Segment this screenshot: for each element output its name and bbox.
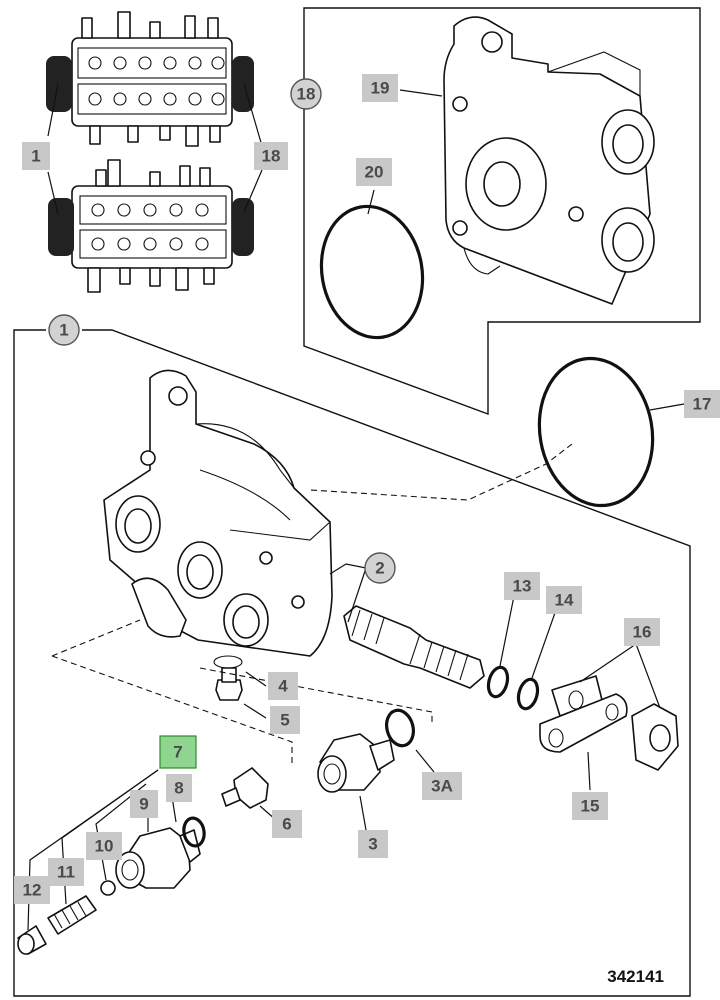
callout-11-label: 11	[57, 863, 75, 882]
relief-valve-body-9	[115, 827, 201, 889]
callout-3A[interactable]: 3A	[422, 772, 462, 800]
callout-6[interactable]: 6	[272, 810, 302, 838]
callout-18-circle-label: 18	[297, 85, 316, 104]
poppet-6	[221, 767, 269, 809]
callout-7[interactable]: 7	[159, 735, 197, 769]
valve-section-body	[103, 369, 333, 657]
callout-5[interactable]: 5	[270, 706, 300, 734]
callout-20[interactable]: 20	[356, 158, 392, 186]
callout-2[interactable]: 2	[364, 552, 396, 584]
callout-1-overview[interactable]: 1	[22, 142, 50, 170]
callout-12-label: 12	[23, 881, 42, 900]
callout-18-overview-label: 18	[262, 147, 281, 166]
callout-5-label: 5	[280, 711, 289, 730]
callout-1-circle[interactable]: 1	[48, 314, 80, 346]
drawing-number: 342141	[607, 967, 664, 986]
callout-16[interactable]: 16	[624, 618, 660, 646]
callout-3-label: 3	[368, 835, 377, 854]
callout-10[interactable]: 10	[86, 832, 122, 860]
callout-19[interactable]: 19	[362, 74, 398, 102]
o-ring-20	[319, 204, 425, 340]
spool-2	[343, 605, 485, 689]
callout-18-overview[interactable]: 18	[254, 142, 288, 170]
main-section-frame	[13, 329, 691, 997]
callout-14-label: 14	[555, 591, 574, 610]
o-ring-17	[537, 356, 655, 508]
callout-18-circle[interactable]: 18	[290, 78, 322, 110]
callout-4[interactable]: 4	[268, 672, 298, 700]
callout-4-label: 4	[278, 677, 288, 696]
callout-17[interactable]: 17	[684, 390, 720, 418]
plug-5	[215, 667, 243, 701]
callout-11[interactable]: 11	[48, 858, 84, 886]
valve-bank-overview-lower	[48, 159, 254, 293]
callout-10-label: 10	[95, 837, 114, 856]
o-ring-13	[486, 665, 510, 699]
valve-bank-overview-upper	[46, 11, 254, 147]
callout-19-label: 19	[371, 79, 390, 98]
callout-2-label: 2	[375, 559, 384, 578]
callout-15-label: 15	[581, 797, 600, 816]
adjuster-12	[17, 925, 47, 955]
callout-6-label: 6	[282, 815, 291, 834]
o-ring-14	[516, 677, 540, 711]
o-ring-8	[182, 816, 206, 848]
inset-frame-end-cover	[303, 7, 701, 416]
callout-20-label: 20	[365, 163, 384, 182]
callout-15[interactable]: 15	[572, 792, 608, 820]
callout-3[interactable]: 3	[358, 830, 388, 858]
callout-3A-label: 3A	[431, 777, 453, 796]
end-cover-leaders	[367, 89, 443, 215]
callout-8-label: 8	[174, 779, 183, 798]
spring-11	[47, 895, 97, 935]
callout-1-circle-label: 1	[59, 321, 68, 340]
overview-leaders	[47, 83, 263, 215]
callout-17-label: 17	[693, 395, 712, 414]
callout-8[interactable]: 8	[166, 774, 192, 802]
washer-3A	[385, 708, 415, 748]
end-cover-block	[443, 16, 655, 305]
ball-10	[100, 880, 116, 896]
link-plates-15-16	[539, 675, 679, 771]
callout-16-label: 16	[633, 623, 652, 642]
callout-7-label: 7	[173, 743, 182, 762]
fitting-3	[317, 733, 395, 793]
callout-13[interactable]: 13	[504, 572, 540, 600]
callout-9[interactable]: 9	[130, 790, 158, 818]
callout-9-label: 9	[139, 795, 148, 814]
washer-4	[213, 655, 243, 669]
callout-13-label: 13	[513, 577, 532, 596]
callout-14[interactable]: 14	[546, 586, 582, 614]
callout-12[interactable]: 12	[14, 876, 50, 904]
callout-1-overview-label: 1	[31, 147, 40, 166]
